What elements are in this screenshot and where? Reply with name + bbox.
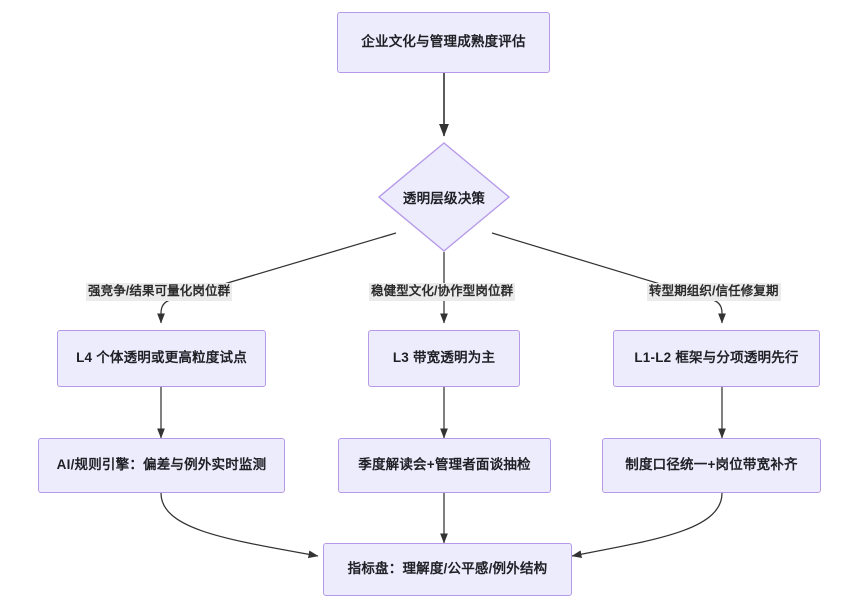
- edge-ai-to-board: [160, 492, 319, 559]
- node-start-label: 企业文化与管理成熟度评估: [361, 34, 526, 50]
- edge-label-to-l4: 强竞争/结果可量化岗位群: [86, 283, 233, 301]
- node-quarterly-review-label: 季度解读会+管理者面谈抽检: [358, 457, 531, 473]
- node-l1-l2-label: L1-L2 框架与分项透明先行: [634, 350, 799, 366]
- node-l3-label: L3 带宽透明为主: [392, 350, 496, 366]
- node-policy-alignment[interactable]: 制度口径统一+岗位带宽补齐: [602, 438, 821, 493]
- node-policy-alignment-label: 制度口径统一+岗位带宽补齐: [625, 457, 798, 473]
- node-l1-l2[interactable]: L1-L2 框架与分项透明先行: [613, 330, 820, 387]
- node-decision-label: 透明层级决策: [402, 191, 486, 206]
- node-l3[interactable]: L3 带宽透明为主: [368, 330, 520, 387]
- edge-decide-to-l12: [491, 232, 726, 324]
- node-metrics-board[interactable]: 指标盘：理解度/公平感/例外结构: [323, 543, 572, 596]
- node-decision[interactable]: 透明层级决策: [378, 142, 510, 252]
- edge-label-to-l3: 稳健型文化/协作型岗位群: [369, 283, 516, 301]
- diamond-shape: [378, 142, 510, 252]
- node-ai-rule-engine-label: AI/规则引擎：偏差与例外实时监测: [56, 457, 267, 473]
- node-l4-label: L4 个体透明或更高粒度试点: [76, 350, 247, 366]
- node-l4[interactable]: L4 个体透明或更高粒度试点: [57, 330, 266, 387]
- node-metrics-board-label: 指标盘：理解度/公平感/例外结构: [347, 561, 548, 577]
- edge-policy-to-board: [571, 492, 723, 559]
- edge-label-to-l12: 转型期组织/信任修复期: [647, 283, 781, 301]
- edge-decide-to-l4: [157, 232, 397, 324]
- node-ai-rule-engine[interactable]: AI/规则引擎：偏差与例外实时监测: [38, 438, 285, 493]
- node-quarterly-review[interactable]: 季度解读会+管理者面谈抽检: [338, 438, 551, 493]
- node-start[interactable]: 企业文化与管理成熟度评估: [337, 12, 550, 73]
